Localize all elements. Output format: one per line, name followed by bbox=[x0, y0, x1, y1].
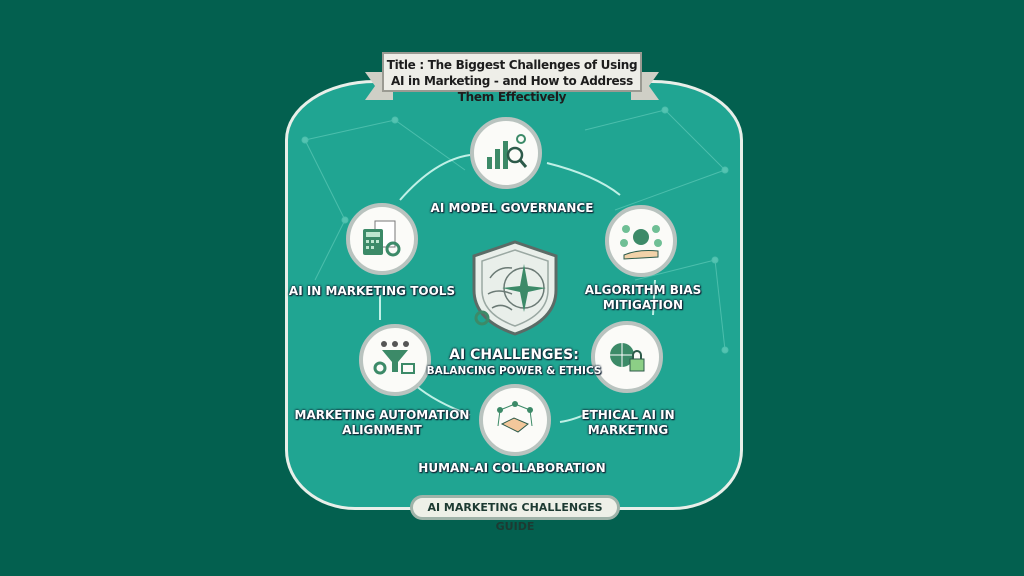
label-line: MARKETING bbox=[587, 423, 669, 437]
node-ai-model-governance bbox=[470, 117, 542, 189]
node-ethical-ai-in-marketing bbox=[591, 321, 663, 393]
chart-magnifier-icon bbox=[487, 134, 528, 169]
hand-brain-icon bbox=[620, 225, 662, 260]
globe-lock-icon bbox=[610, 343, 645, 372]
center-subtitle: BALANCING POWER & ETHICS bbox=[426, 365, 602, 377]
label-line: ETHICAL AI IN bbox=[581, 408, 675, 422]
network-background bbox=[301, 106, 729, 423]
footer-badge: AI MARKETING CHALLENGES GUIDE bbox=[410, 495, 620, 533]
node-human-ai-collaboration bbox=[479, 384, 551, 456]
title-banner: Title : The Biggest Challenges of Using … bbox=[382, 52, 642, 104]
handshake-network-icon bbox=[497, 401, 533, 433]
label-ai-in-marketing-tools: AI IN MARKETING TOOLS bbox=[288, 284, 456, 298]
label-line: MITIGATION bbox=[602, 298, 684, 312]
label-ai-model-governance: AI MODEL GOVERNANCE bbox=[430, 201, 594, 215]
center-title: AI CHALLENGES: bbox=[449, 347, 579, 363]
label-human-ai-collaboration: HUMAN-AI COLLABORATION bbox=[418, 461, 606, 475]
node-marketing-automation-alignment bbox=[359, 324, 431, 396]
shield-brain-compass-icon bbox=[472, 240, 558, 336]
label-line: ALIGNMENT bbox=[342, 423, 422, 437]
node-ai-in-marketing-tools bbox=[346, 203, 418, 275]
calculator-document-icon bbox=[363, 220, 401, 257]
node-algorithm-bias-mitigation bbox=[605, 205, 677, 277]
arrow-connector bbox=[399, 154, 471, 201]
funnel-gears-icon bbox=[373, 341, 415, 375]
label-line: ALGORITHM BIAS bbox=[584, 283, 702, 297]
label-line: MARKETING AUTOMATION bbox=[294, 408, 470, 422]
